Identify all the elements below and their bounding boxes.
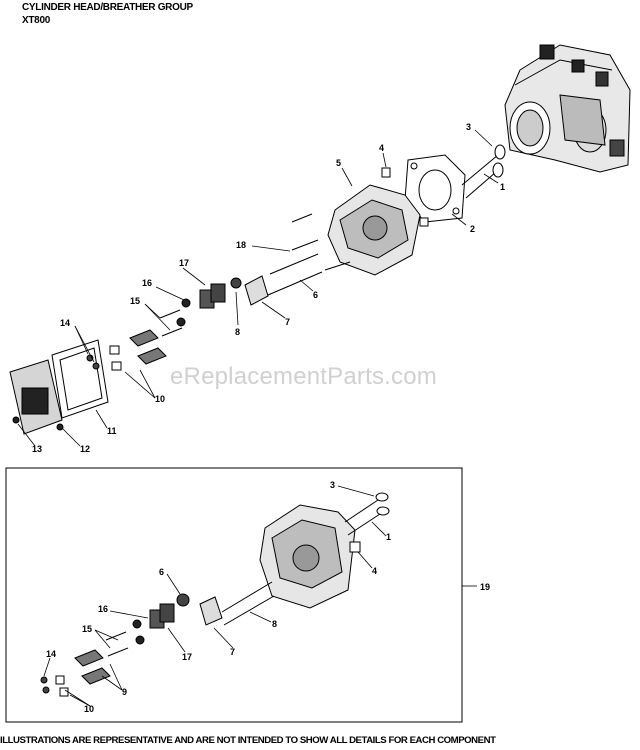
leader-lines-main: [17, 129, 499, 447]
callout-17: 17: [179, 258, 189, 268]
callouts-main: 3 1 2 4 5 6 7 8 18 17 16 15 10 14 11 12 …: [32, 122, 505, 454]
inset-callout-15: 15: [82, 624, 92, 634]
disclaimer-footer: ILLUSTRATIONS ARE REPRESENTATIVE AND ARE…: [0, 735, 496, 746]
inset-callout-14: 14: [46, 649, 56, 659]
diagram-title: CYLINDER HEAD/BREATHER GROUP: [22, 2, 193, 13]
leader-lines-inset: [43, 485, 387, 707]
inset-callout-1: 1: [386, 532, 391, 542]
valve-cover-gasket: [51, 339, 109, 419]
inset-callout-10: 10: [84, 704, 94, 714]
inset-callout-8: 8: [272, 619, 277, 629]
springs-main: [176, 283, 226, 327]
callout-6: 6: [313, 290, 318, 300]
inset-callout-3: 3: [330, 480, 335, 490]
valves-main: [461, 144, 506, 199]
callout-19: 19: [480, 582, 490, 592]
inset-callout-17: 17: [182, 652, 192, 662]
callout-1: 1: [500, 182, 505, 192]
rocker-arms-main: [109, 309, 183, 371]
callout-12: 12: [80, 444, 90, 454]
inset-callout-9: 9: [122, 687, 127, 697]
valve-cover: [9, 359, 64, 435]
callout-11: 11: [107, 426, 117, 436]
inset-callout-7: 7: [230, 647, 235, 657]
model-number: XT800: [22, 15, 50, 26]
callout-10: 10: [155, 394, 165, 404]
callouts-inset: 3 1 4 6 8 7 17 16 15 9 10 14: [46, 480, 391, 714]
inset-box: [5, 467, 463, 723]
callout-18: 18: [236, 240, 246, 250]
callout-5: 5: [336, 158, 341, 168]
callout-16: 16: [142, 278, 152, 288]
bolts-main: [230, 213, 351, 296]
cylinder-head-main: [327, 167, 429, 276]
callout-8: 8: [235, 327, 240, 337]
valves-inset: [344, 492, 390, 536]
callout-4: 4: [379, 143, 384, 153]
callout-15: 15: [130, 296, 140, 306]
callout-2: 2: [470, 224, 475, 234]
watermark: eReplacementParts.com: [170, 363, 437, 390]
inset-callout-16: 16: [98, 604, 108, 614]
cylinder-head-inset: [259, 504, 361, 609]
guide-plate-main: [244, 275, 269, 306]
callout-13: 13: [32, 444, 42, 454]
callout-7: 7: [285, 317, 290, 327]
callout-3: 3: [466, 122, 471, 132]
inset-callout-4: 4: [372, 566, 377, 576]
engine-crankcase: [504, 44, 631, 173]
callout-14: 14: [60, 318, 70, 328]
inset-callout-6: 6: [159, 567, 164, 577]
